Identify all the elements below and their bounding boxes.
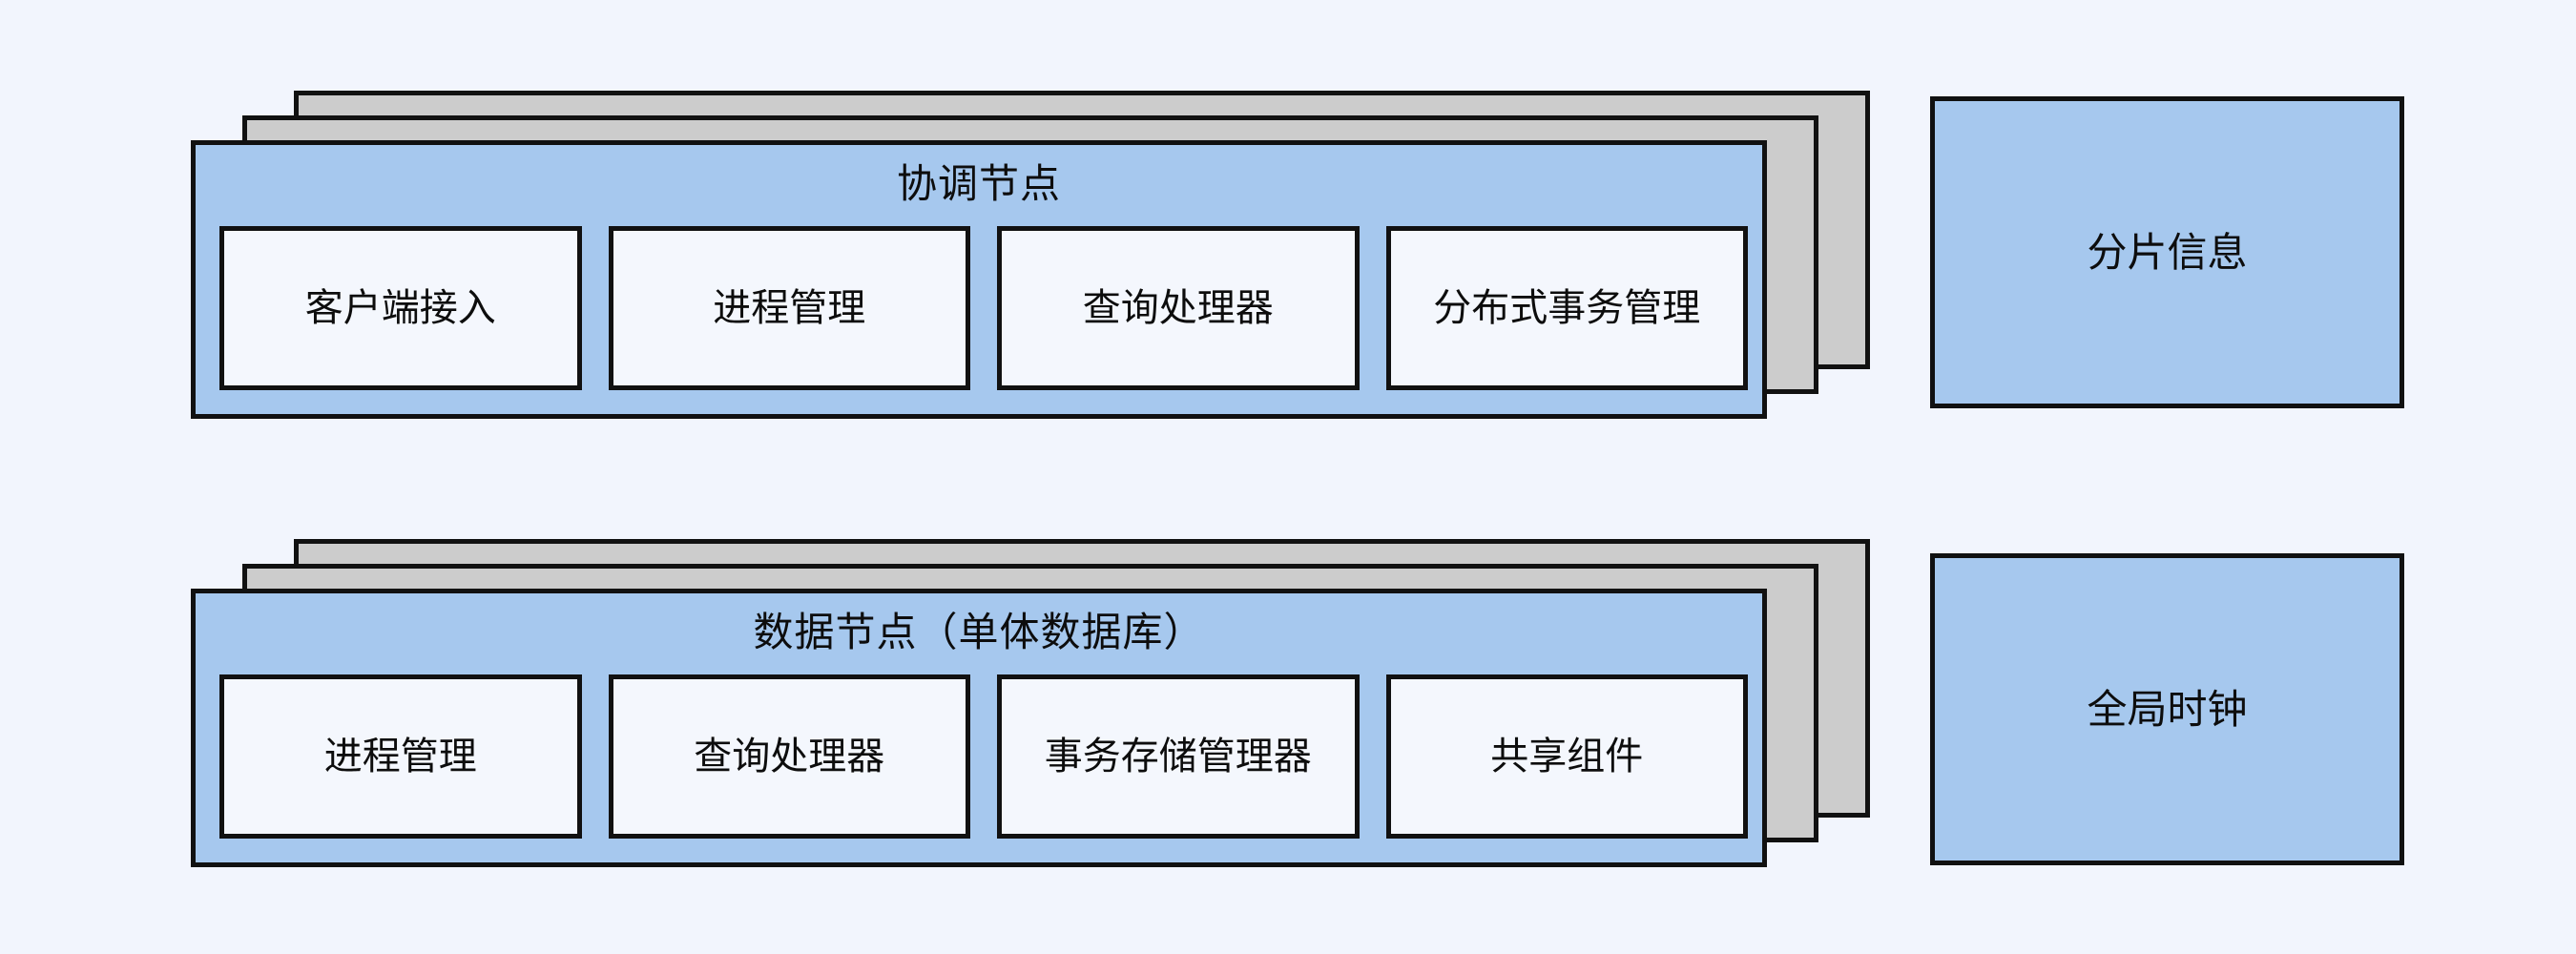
component-client-access[interactable]: 客户端接入	[219, 226, 582, 390]
component-label: 客户端接入	[304, 287, 496, 329]
side-box-global-clock[interactable]: 全局时钟	[1930, 553, 2404, 865]
component-query-processor[interactable]: 查询处理器	[608, 674, 970, 839]
component-shared-components[interactable]: 共享组件	[1385, 674, 1748, 839]
component-label: 分布式事务管理	[1433, 287, 1701, 329]
component-transaction-storage-manager[interactable]: 事务存储管理器	[997, 674, 1360, 839]
component-process-management[interactable]: 进程管理	[219, 674, 582, 839]
coordinator-component-list: 客户端接入 进程管理 查询处理器 分布式事务管理	[219, 226, 1748, 390]
component-label: 共享组件	[1490, 736, 1644, 778]
coordinator-node-card[interactable]: 协调节点 客户端接入 进程管理 查询处理器 分布式事务管理	[191, 140, 1767, 419]
side-box-shard-info[interactable]: 分片信息	[1930, 96, 2404, 408]
data-node-title: 数据节点（单体数据库）	[753, 610, 1205, 654]
node-group-coordinator: 协调节点 客户端接入 进程管理 查询处理器 分布式事务管理	[191, 91, 1870, 425]
datanode-component-list: 进程管理 查询处理器 事务存储管理器 共享组件	[219, 674, 1748, 839]
node-group-datanode: 数据节点（单体数据库） 进程管理 查询处理器 事务存储管理器 共享组件	[191, 539, 1870, 873]
component-label: 进程管理	[713, 287, 866, 329]
component-distributed-transaction-management[interactable]: 分布式事务管理	[1385, 226, 1748, 390]
component-query-processor[interactable]: 查询处理器	[997, 226, 1360, 390]
data-node-card[interactable]: 数据节点（单体数据库） 进程管理 查询处理器 事务存储管理器 共享组件	[191, 589, 1767, 867]
component-label: 查询处理器	[1082, 287, 1274, 329]
component-label: 查询处理器	[694, 736, 885, 778]
side-box-label: 分片信息	[2087, 229, 2248, 275]
component-label: 进程管理	[323, 736, 477, 778]
component-process-management[interactable]: 进程管理	[608, 226, 970, 390]
component-label: 事务存储管理器	[1044, 736, 1312, 778]
coordinator-node-title: 协调节点	[896, 161, 1061, 206]
side-box-label: 全局时钟	[2087, 686, 2248, 732]
